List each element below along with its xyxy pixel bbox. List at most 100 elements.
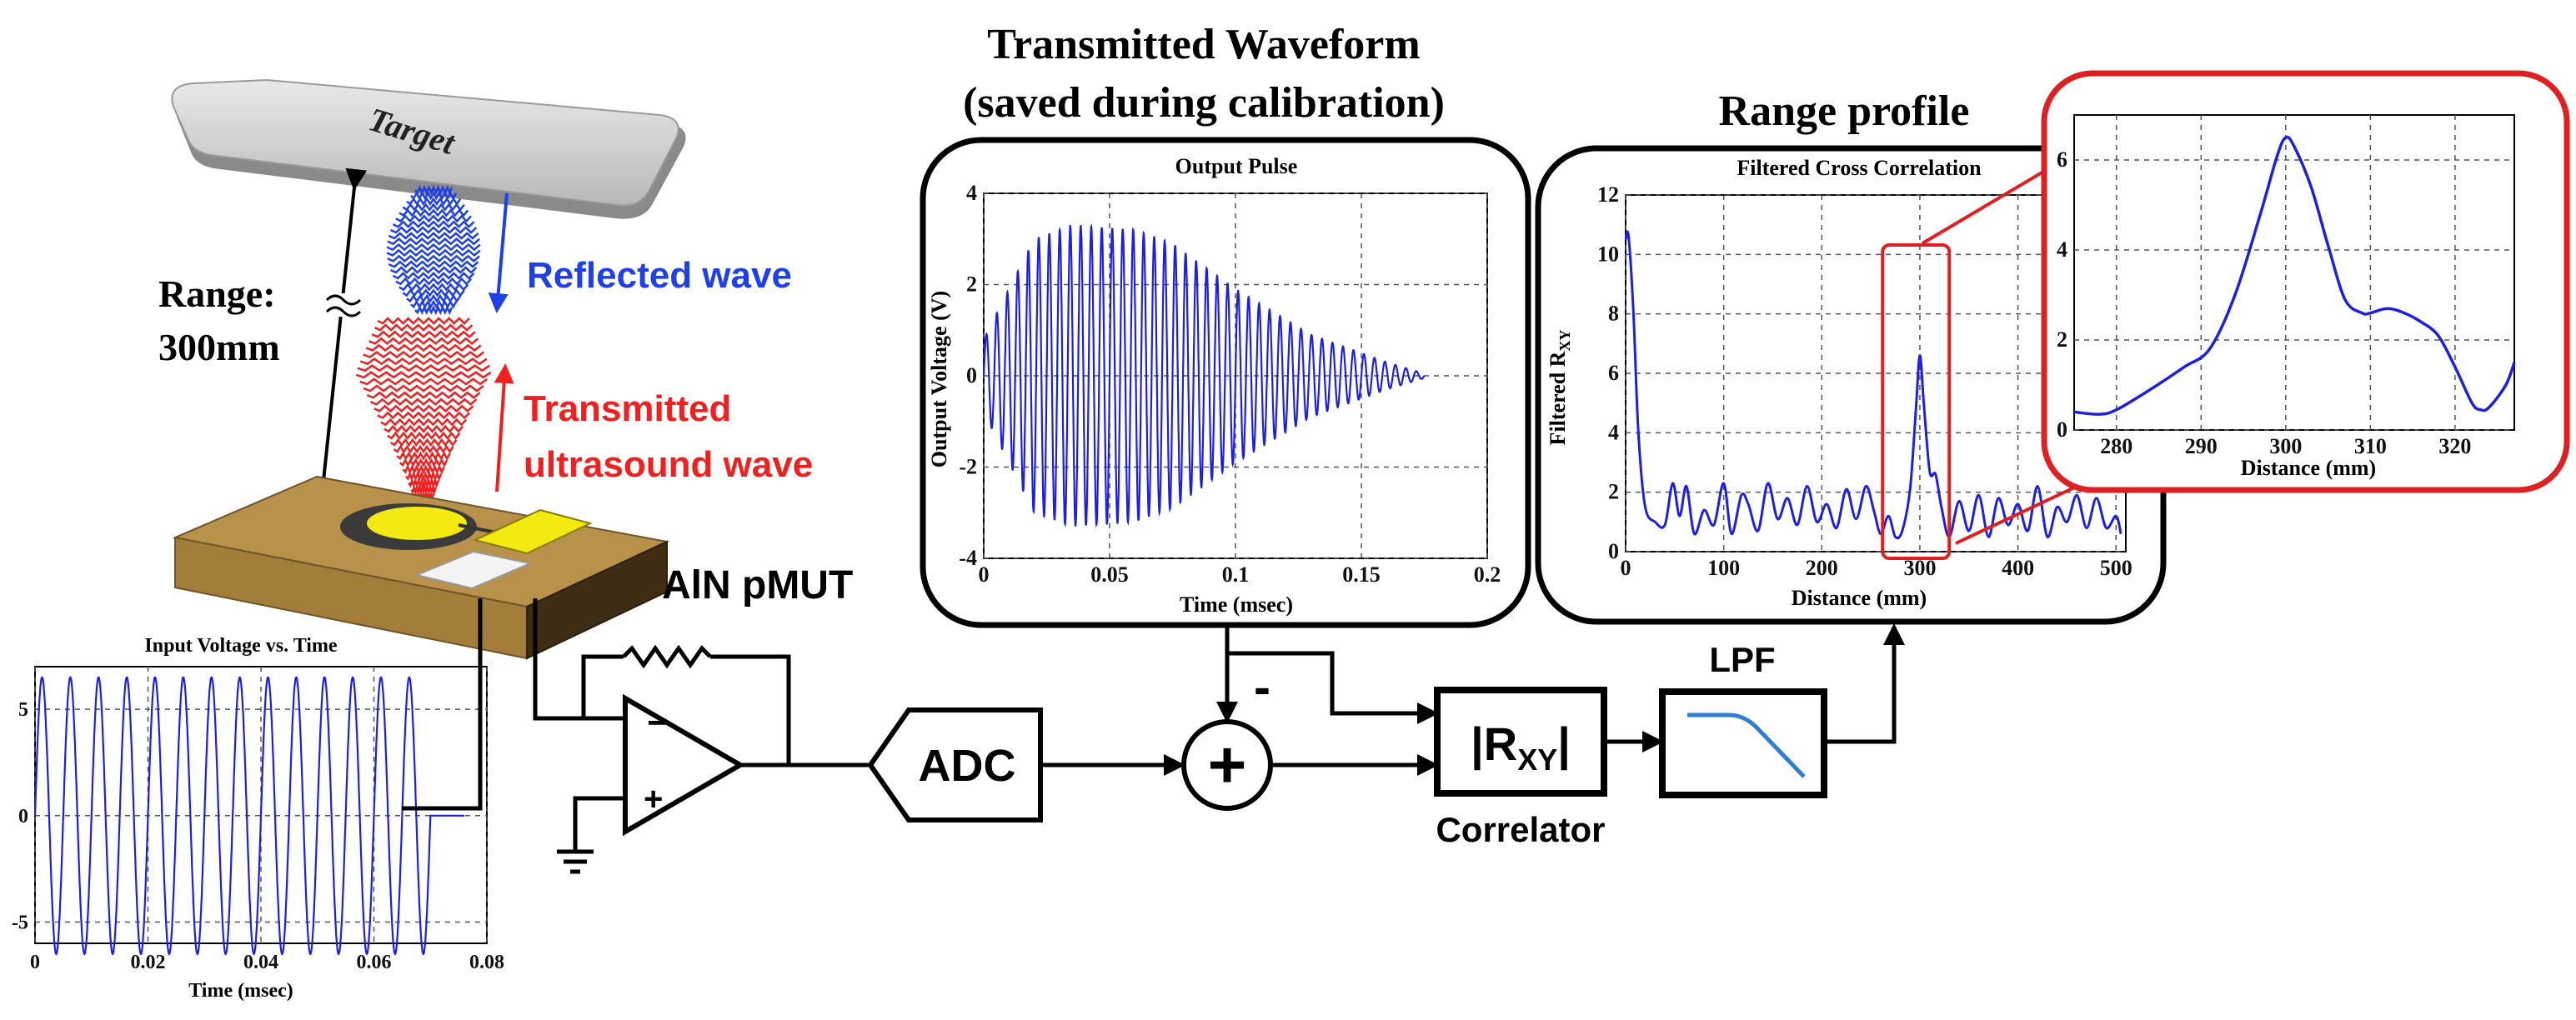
ground-symbol (557, 849, 594, 874)
reflected-wave-band (392, 220, 475, 228)
device-label: AlN pMUT (662, 563, 853, 608)
reflected-wave-band (414, 304, 454, 316)
correlator-label: Correlator (1436, 810, 1605, 849)
transmitted-wave-label-2: ultrasound wave (524, 444, 813, 485)
pmut-device (172, 475, 670, 660)
lpf-block (1659, 688, 1827, 798)
summing-minus: - (1254, 659, 1270, 715)
range-profile-series (1624, 230, 2122, 540)
reflected-wave-band (398, 208, 469, 218)
reflected-wave-band (390, 266, 478, 274)
amp-feedback-resistor (622, 644, 712, 669)
transmitted-wave-band (370, 398, 478, 406)
wire-device-to-amp (533, 598, 624, 721)
range-ytick-label: 4 (1608, 420, 1619, 444)
range-ytick-label: 12 (1597, 182, 1619, 207)
output-plot-ylabel: Output Voltage (V) (927, 291, 951, 468)
input-xtick-label: 0.02 (131, 952, 166, 973)
reflected-wave-band (392, 272, 475, 280)
range-ytick-label: 10 (1597, 242, 1619, 266)
transmitted-wave-band (374, 323, 474, 332)
output-xtick-label: 0.1 (1222, 562, 1250, 587)
reflected-wave-band (406, 197, 462, 206)
output-ytick-label: 4 (966, 181, 977, 205)
input-ytick-label: -5 (12, 912, 28, 933)
reflected-wave-label: Reflected wave (527, 255, 792, 296)
zoom-ytick-label: 6 (2057, 148, 2067, 172)
transmitted-wave-band (377, 317, 470, 325)
adc-label: ADC (919, 741, 1016, 791)
reflected-wave-band (395, 277, 473, 286)
zoom-series (2073, 135, 2516, 416)
range-ytick-label: 6 (1608, 361, 1619, 385)
output-ytick-label: 0 (966, 363, 977, 388)
range-xtick-label: 400 (2002, 556, 2034, 580)
wire-ground (573, 796, 625, 850)
output-pulse-series (982, 223, 1426, 528)
zoom-ytick-label: 0 (2057, 418, 2067, 442)
input-ytick-label: 5 (18, 699, 28, 721)
range-xtick-label: 0 (1621, 556, 1631, 580)
output-plot-xlabel: Time (msec) (1180, 592, 1293, 617)
zoom-xtick-label: 280 (2100, 434, 2132, 458)
zoom-xtick-label: 310 (2354, 434, 2387, 458)
reflected-wave-band (388, 232, 479, 240)
range-break-symbol (325, 293, 362, 318)
output-xtick-label: 0.15 (1342, 562, 1381, 587)
zoom-xtick-label: 290 (2185, 434, 2218, 458)
transmitted-wave-band (366, 391, 481, 399)
input-plot-title: Input Voltage vs. Time (144, 635, 338, 657)
transmitted-wave-band (363, 350, 484, 359)
reflected-wave-arrow (488, 192, 509, 313)
transmitted-wave-band (410, 482, 437, 497)
input-xtick-label: 0.04 (243, 952, 278, 973)
zoom-ytick-label: 2 (2057, 328, 2067, 352)
zoom-ytick-label: 4 (2057, 238, 2067, 262)
transmitted-wave-band (359, 378, 489, 386)
output-ytick-label: -4 (959, 546, 977, 570)
reflected-wave-band (402, 202, 465, 212)
zoom-xtick-label: 300 (2269, 434, 2302, 458)
range-plot-title: Filtered Cross Correlation (1737, 156, 1982, 180)
summing-plus: + (1208, 728, 1247, 802)
transmitted-wave-band (365, 343, 482, 352)
output-xtick-label: 0 (979, 562, 990, 587)
transmitted-waveform-subheading: (saved during calibration) (963, 79, 1445, 127)
correlator-symbol: |RXY| (1471, 718, 1571, 777)
reflected-wave-band (388, 260, 479, 268)
input-xtick-label: 0.08 (469, 952, 504, 973)
transmitted-wave-label: Transmitted (524, 388, 731, 429)
transmitted-wave-band (373, 404, 474, 412)
reflected-wave-band (387, 238, 480, 246)
range-plot-xlabel: Distance (mm) (1792, 586, 1927, 610)
transmitted-wave-band (383, 424, 464, 433)
range-profile-heading: Range profile (1719, 88, 1970, 135)
zoom-plot-xlabel: Distance (mm) (2241, 456, 2376, 480)
transmitted-wave-band (393, 444, 454, 454)
output-xtick-label: 0.05 (1090, 562, 1129, 587)
reflected-wave (386, 184, 481, 316)
amp-feedback-wire-2 (710, 654, 791, 765)
output-pulse-plot: Output Pulse Time (msec) Output Voltage … (927, 154, 1501, 617)
output-ytick-label: -2 (959, 455, 977, 479)
transmitted-wave-band (357, 364, 490, 372)
transmitted-wave-band (363, 384, 484, 392)
transmitted-wave-band (380, 418, 468, 427)
reflected-wave-band (410, 191, 458, 201)
opamp (623, 693, 745, 837)
transmitted-wave-band (387, 431, 461, 440)
reflected-wave-band (395, 214, 473, 223)
output-ytick-label: 2 (966, 272, 977, 297)
reflected-wave-band (387, 254, 480, 262)
reflected-wave-band (410, 299, 458, 309)
wire-lpf-to-range-profile (1824, 623, 1905, 744)
range-profile-highlight-box (1881, 243, 1952, 560)
output-xtick-label: 0.2 (1474, 562, 1501, 587)
input-plot-xlabel: Time (msec) (188, 980, 293, 1002)
lpf-response-curve (1687, 712, 1806, 778)
transmitted-wave-band (359, 358, 488, 366)
opamp-plus: + (644, 781, 663, 818)
transmitted-wave-band (389, 438, 458, 448)
